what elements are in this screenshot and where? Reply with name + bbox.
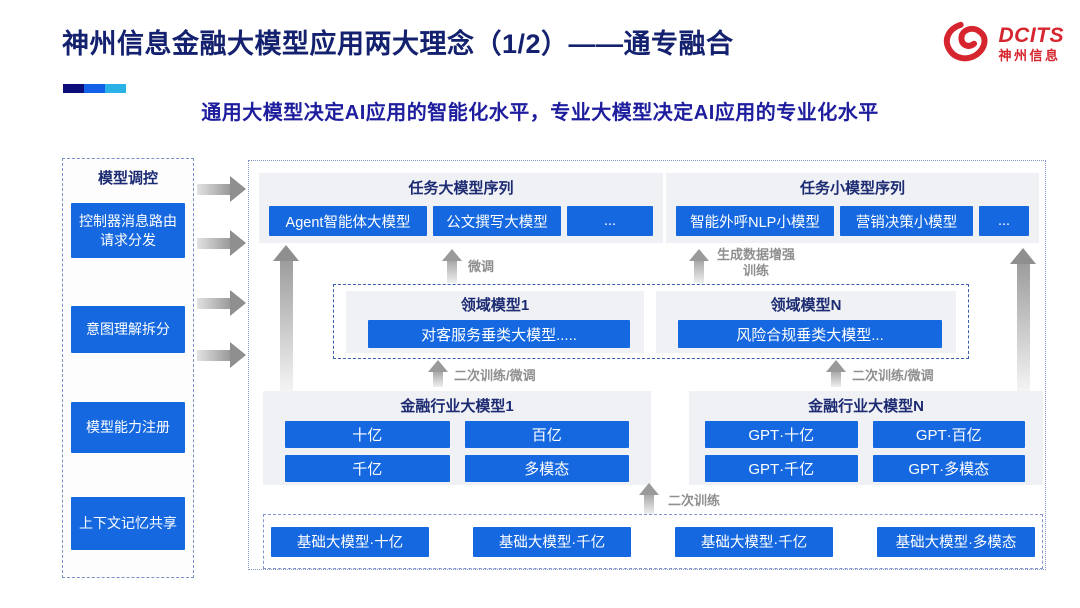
task-small-title: 任务小模型序列 bbox=[799, 180, 905, 197]
domain-model-1-title: 领域模型1 bbox=[460, 297, 530, 314]
logo-brand-cn: 神州信息 bbox=[998, 47, 1061, 63]
chip-task-large-more: ... bbox=[567, 206, 653, 236]
chip-foundation-hundred-billion-2: 基础大模型·千亿 bbox=[675, 526, 833, 557]
industry-model-n-title: 金融行业大模型N bbox=[808, 398, 924, 415]
finetune-label: 微调 bbox=[468, 259, 495, 274]
foundation-model-box: 基础大模型·十亿 基础大模型·千亿 基础大模型·千亿 基础大模型·多模态 bbox=[263, 514, 1043, 569]
chip-gpt-hundred-billion: GPT·千亿 bbox=[705, 455, 858, 482]
arrow-up-icon bbox=[689, 249, 709, 283]
chip-task-small-more: ... bbox=[979, 206, 1029, 236]
chip-multimodal: 多模态 bbox=[464, 455, 629, 482]
arrow-right-icon bbox=[197, 290, 246, 316]
sidebar-item-controller-routing: 控制器消息路由请求分发 bbox=[71, 203, 185, 258]
industry-model-1-section: 金融行业大模型1 十亿 百亿 千亿 多模态 bbox=[263, 391, 651, 485]
accent-navy-segment bbox=[63, 84, 84, 93]
domain-model-n: 领域模型N 风险合规垂类大模型... bbox=[656, 291, 956, 353]
model-control-title: 模型调控 bbox=[97, 170, 158, 187]
arrow-up-icon bbox=[826, 360, 846, 387]
slide-subtitle: 通用大模型决定AI应用的智能化水平，专业大模型决定AI应用的专业化水平 bbox=[201, 102, 879, 124]
arrow-up-icon bbox=[428, 360, 448, 387]
chip-foundation-billion: 基础大模型·十亿 bbox=[271, 526, 429, 557]
chip-foundation-hundred-billion-1: 基础大模型·千亿 bbox=[473, 526, 631, 557]
accent-cyan-segment bbox=[105, 84, 126, 93]
sidebar-item-intent-split: 意图理解拆分 bbox=[71, 306, 185, 353]
chip-outbound-nlp-model: 智能外呼NLP小模型 bbox=[676, 206, 834, 236]
industry-model-1-title: 金融行业大模型1 bbox=[400, 398, 514, 415]
industry-model-1-grid: 十亿 百亿 千亿 多模态 bbox=[285, 421, 629, 482]
arrow-right-icon bbox=[197, 230, 246, 256]
task-large-chip-row: Agent智能体大模型 公文撰写大模型 ... bbox=[259, 206, 663, 236]
model-architecture-diagram: 任务大模型序列 Agent智能体大模型 公文撰写大模型 ... 任务小模型序列 … bbox=[248, 160, 1046, 570]
sidebar-item-context-memory: 上下文记忆共享 bbox=[71, 497, 185, 550]
chip-billion: 十亿 bbox=[285, 421, 450, 448]
domain-model-box: 领域模型1 对客服务垂类大模型..... 领域模型N 风险合规垂类大模型... bbox=[333, 284, 969, 359]
second-train-finetune-left-label: 二次训练/微调 bbox=[454, 368, 536, 383]
arrow-up-icon bbox=[442, 249, 462, 283]
chip-customer-service-model: 对客服务垂类大模型..... bbox=[368, 320, 630, 348]
chip-gpt-multimodal: GPT·多模态 bbox=[872, 455, 1025, 482]
chip-marketing-decision-model: 营销决策小模型 bbox=[840, 206, 973, 236]
arrow-right-icon bbox=[197, 342, 246, 368]
chip-gpt-billion: GPT·十亿 bbox=[705, 421, 858, 448]
task-large-model-section: 任务大模型序列 Agent智能体大模型 公文撰写大模型 ... bbox=[259, 173, 663, 243]
industry-model-n-grid: GPT·十亿 GPT·百亿 GPT·千亿 GPT·多模态 bbox=[705, 421, 1025, 482]
gen-data-training-label: 生成数据增强训练 bbox=[716, 247, 795, 279]
chip-gpt-ten-billion: GPT·百亿 bbox=[872, 421, 1025, 448]
arrow-right-icon bbox=[197, 176, 246, 202]
chip-hundred-billion: 千亿 bbox=[285, 455, 450, 482]
model-control-panel: 模型调控 控制器消息路由请求分发 意图理解拆分 模型能力注册 上下文记忆共享 bbox=[62, 158, 194, 578]
arrow-up-icon bbox=[273, 245, 299, 391]
domain-model-1: 领域模型1 对客服务垂类大模型..... bbox=[346, 291, 644, 353]
arrow-up-icon bbox=[1010, 248, 1036, 391]
second-train-label: 二次训练 bbox=[668, 493, 721, 508]
accent-blue-segment bbox=[84, 84, 105, 93]
title-accent-bar bbox=[63, 84, 126, 93]
industry-model-n-section: 金融行业大模型N GPT·十亿 GPT·百亿 GPT·千亿 GPT·多模态 bbox=[689, 391, 1043, 485]
dcits-logo: DCITS 神州信息 bbox=[940, 18, 1065, 69]
task-large-title: 任务大模型序列 bbox=[408, 180, 514, 197]
page-title: 神州信息金融大模型应用两大理念（1/2）——通专融合 bbox=[62, 29, 734, 59]
arrow-up-icon bbox=[636, 483, 662, 514]
chip-risk-compliance-model: 风险合规垂类大模型... bbox=[678, 320, 942, 348]
logo-text: DCITS 神州信息 bbox=[998, 23, 1065, 63]
sidebar-item-capability-register: 模型能力注册 bbox=[71, 402, 185, 453]
logo-brand: DCITS bbox=[998, 23, 1064, 47]
chip-foundation-multimodal: 基础大模型·多模态 bbox=[877, 526, 1035, 557]
task-small-chip-row: 智能外呼NLP小模型 营销决策小模型 ... bbox=[666, 206, 1039, 236]
dcits-swirl-icon bbox=[940, 18, 992, 69]
second-train-finetune-right-label: 二次训练/微调 bbox=[852, 368, 934, 383]
domain-model-n-title: 领域模型N bbox=[770, 297, 842, 314]
chip-ten-billion: 百亿 bbox=[464, 421, 629, 448]
chip-document-writing-model: 公文撰写大模型 bbox=[433, 206, 561, 236]
chip-agent-large-model: Agent智能体大模型 bbox=[269, 206, 427, 236]
task-small-model-section: 任务小模型序列 智能外呼NLP小模型 营销决策小模型 ... bbox=[666, 173, 1039, 243]
